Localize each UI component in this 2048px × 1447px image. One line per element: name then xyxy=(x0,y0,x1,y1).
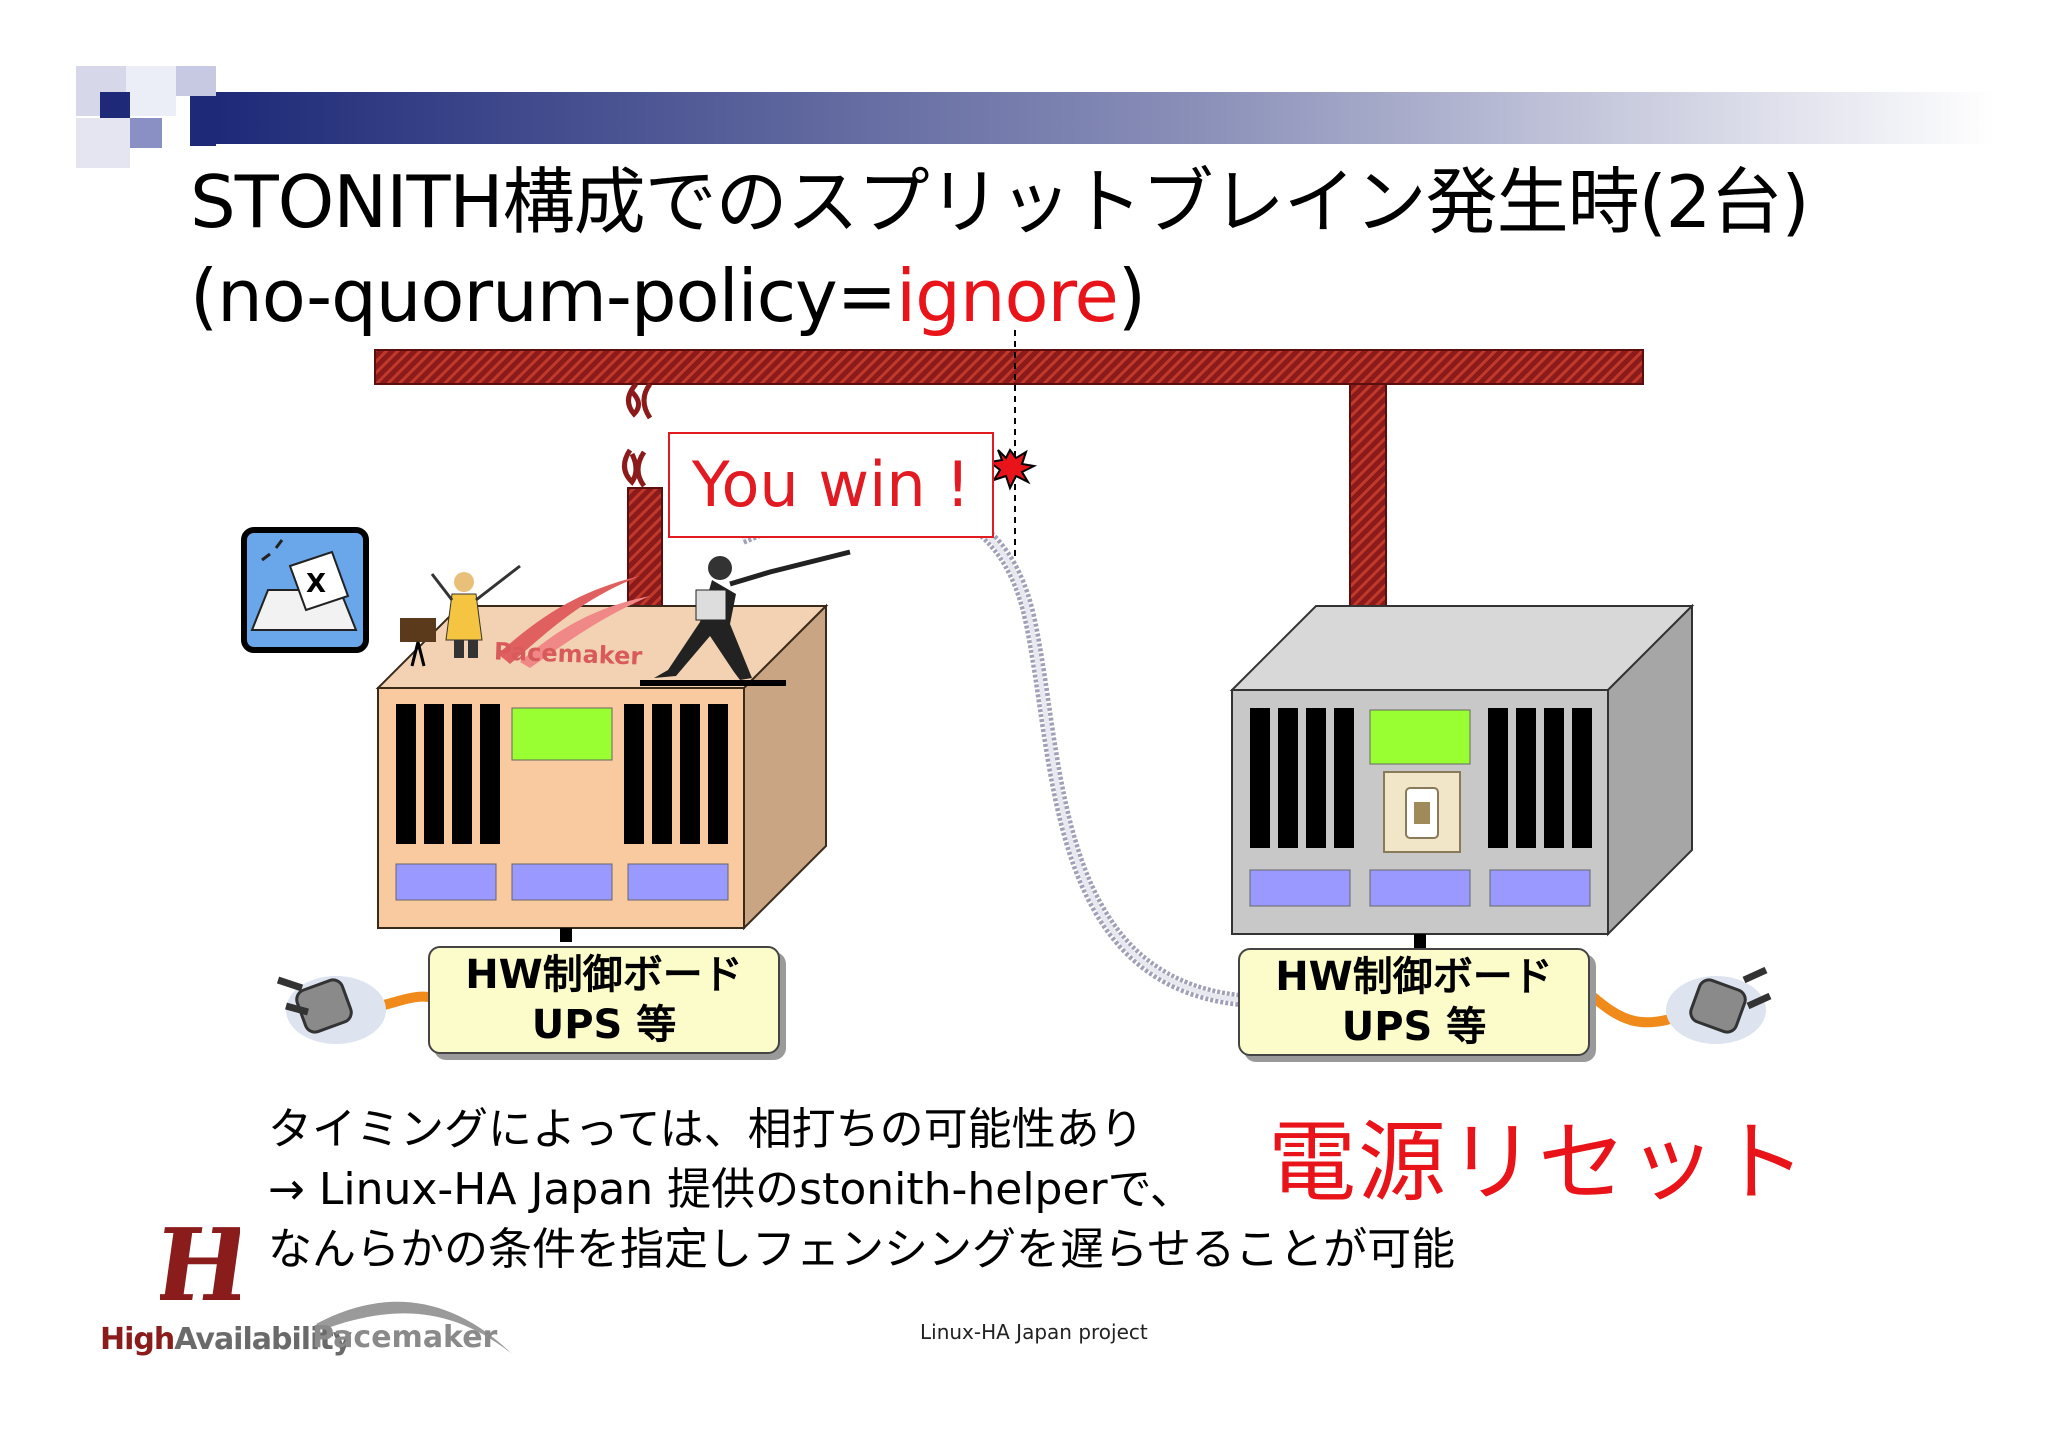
explanation-text: タイミングによっては、相打ちの可能性あり → Linux-HA Japan 提供… xyxy=(268,1100,1455,1280)
svg-text:HA: HA xyxy=(160,1206,240,1320)
node-pacemaker-logo: Pacemaker xyxy=(493,637,643,671)
left-hw-control-box: HW制御ボード UPS 等 xyxy=(428,946,780,1054)
right-hw-control-box: HW制御ボード UPS 等 xyxy=(1238,948,1590,1056)
left-server xyxy=(375,576,829,942)
slide-title: STONITH構成でのスプリットブレイン発生時(2台) (no-quorum-p… xyxy=(190,155,1810,343)
title-policy-value: ignore xyxy=(896,254,1119,338)
network-bus xyxy=(374,330,1644,607)
right-hw-control-line1: HW制御ボード xyxy=(1275,954,1553,1000)
title-line-2: (no-quorum-policy=ignore) xyxy=(190,249,1809,343)
explanation-line-1: タイミングによっては、相打ちの可能性あり xyxy=(268,1104,1144,1155)
title-policy-suffix: ) xyxy=(1117,254,1146,338)
svg-text:X: X xyxy=(306,569,326,599)
pacemaker-swoosh xyxy=(316,1301,512,1354)
left-hw-control-line2: UPS 等 xyxy=(531,1002,677,1048)
pacemaker-logo: Pacemaker xyxy=(312,1320,498,1355)
switch-icon xyxy=(1383,771,1461,853)
explosion-icon xyxy=(987,448,1038,491)
footer-project: Linux-HA Japan project xyxy=(920,1320,1148,1344)
explanation-line-3: なんらかの条件を指定しフェンシングを遅らせることが可能 xyxy=(268,1224,1456,1275)
explanation-line-2: → Linux-HA Japan 提供のstonith-helperで、 xyxy=(268,1164,1194,1215)
title-policy-prefix: (no-quorum-policy= xyxy=(190,254,897,338)
conductor-icon xyxy=(400,564,521,667)
power-reset-label: 電源リセット xyxy=(1268,1111,1809,1214)
ha-logo-mark: HA xyxy=(160,1206,240,1320)
fencer-icon xyxy=(640,549,851,686)
fire-icon xyxy=(622,382,653,488)
power-plug-icon xyxy=(1588,966,1772,1044)
title-line-1: STONITH構成でのスプリットブレイン発生時(2台) xyxy=(190,160,1810,244)
left-hw-control-line1: HW制御ボード xyxy=(465,952,743,998)
right-hw-control-line2: UPS 等 xyxy=(1341,1004,1487,1050)
right-server xyxy=(1229,603,1695,948)
you-win-callout: You win ! xyxy=(668,432,994,538)
power-plug-icon xyxy=(276,976,438,1044)
header-decoration xyxy=(76,66,1996,168)
vote-icon: X xyxy=(241,527,369,653)
logo-high: High xyxy=(100,1322,175,1357)
